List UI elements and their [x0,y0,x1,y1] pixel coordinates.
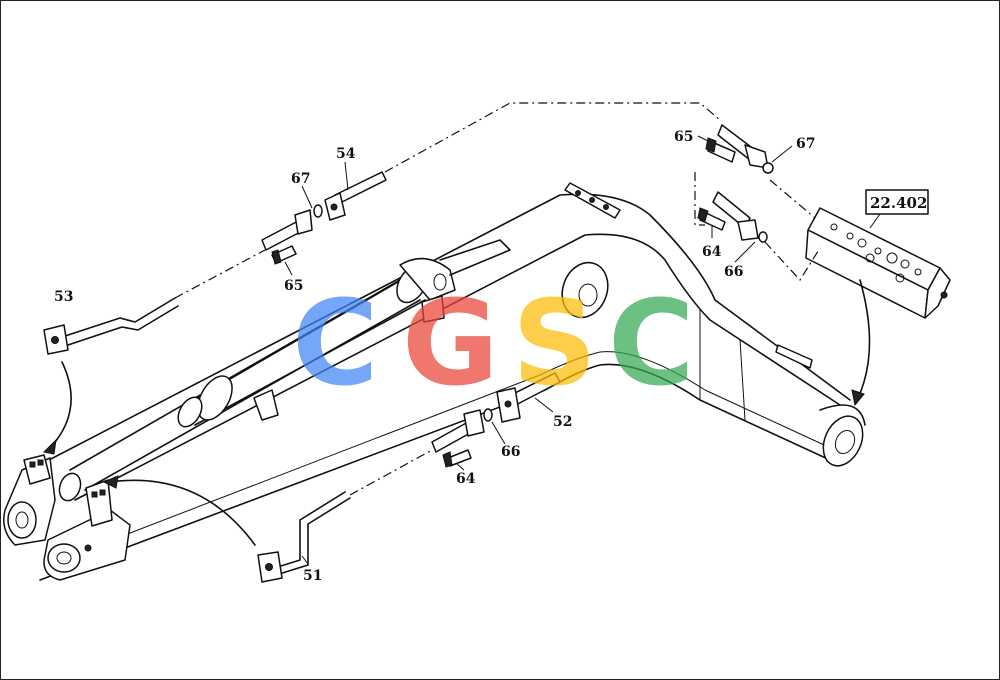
callout-67-left: 67 [291,171,310,187]
arrow-53-to-foot [42,361,72,455]
leader-left-upper [174,249,266,299]
part-54-pipe [324,171,387,221]
part-65-screw-left [271,245,297,265]
callout-66-right: 66 [724,264,743,280]
arrow-valve-to-end [851,279,871,407]
hydraulic-cylinder [69,239,511,491]
part-67-washer-right [762,162,774,174]
part-53-pipe [43,297,179,355]
callout-65-right: 65 [674,129,693,145]
watermark-letter-3: S [512,274,597,412]
part-64-screw-center [442,449,472,468]
leader-valve-lower [764,241,821,281]
callout-53: 53 [54,289,73,305]
leader-54-top [384,102,721,173]
part-52-pipe [496,372,561,423]
callout-54: 54 [336,146,356,162]
callout-65-left: 65 [284,278,303,294]
ref-box-22-402 [865,189,929,215]
part-fitting-center [431,409,485,453]
boom-foot [3,454,131,581]
watermark-letter-1: C [292,274,379,412]
part-51-pipe [257,491,351,583]
part-64-screw-right [697,207,726,231]
leader-right-mid [694,172,705,226]
watermark-letter-2: G [402,274,499,412]
callout-64-right: 64 [702,244,722,260]
callout-52: 52 [553,414,572,430]
part-67-washer-left [313,204,323,218]
part-66-washer-right [758,231,768,243]
leader-right-valve [769,179,816,219]
callout-51: 51 [303,568,322,584]
part-fitting-right-top [717,124,769,169]
callout-66-center: 66 [501,444,520,460]
valve-block [805,189,951,319]
reference-box-label: 22.402 [870,194,927,212]
boom-arm [19,182,866,581]
part-fitting-left-top [261,209,313,251]
part-fitting-right-mid [712,191,759,241]
watermark-logo: C G S C [292,274,695,412]
callout-67-right: 67 [796,136,815,152]
watermark-letter-4: C [608,274,695,412]
leader-center-51 [349,449,433,496]
part-66-washer-center [483,408,493,422]
arrow-51-to-foot [102,475,256,546]
callout-64-center: 64 [456,471,476,487]
